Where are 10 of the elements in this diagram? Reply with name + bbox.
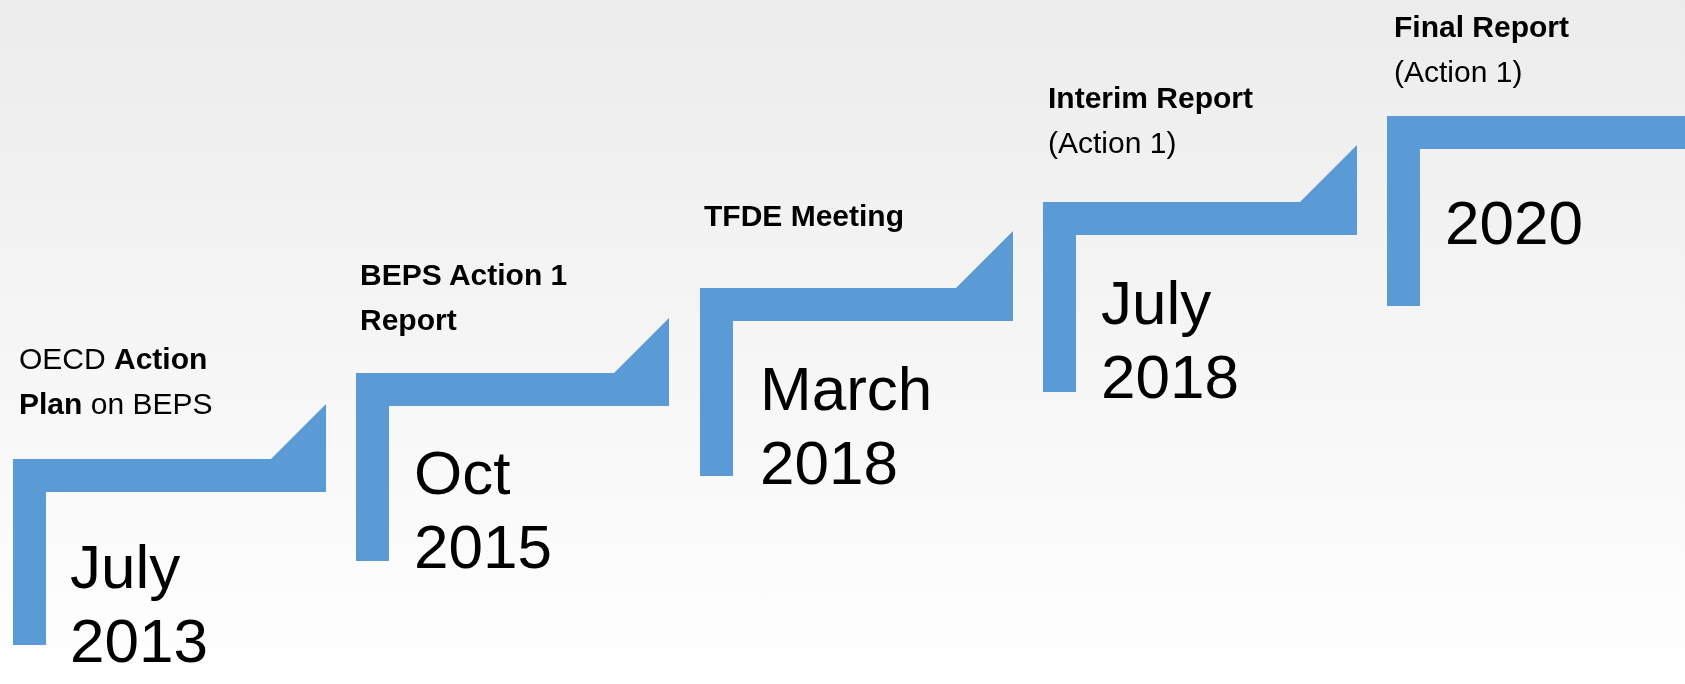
- milestone-label: Final Report (Action 1): [1394, 9, 1570, 90]
- milestone-label: OECD Action Plan on BEPS: [19, 341, 214, 422]
- milestone-date: 2020: [1445, 187, 1584, 259]
- milestone-date: July 2013: [70, 531, 209, 677]
- milestone-label: BEPS Action 1 Report: [360, 257, 569, 338]
- milestone-label: TFDE Meeting: [704, 198, 905, 234]
- milestone-label: Interim Report (Action 1): [1048, 80, 1255, 161]
- milestone-date: July 2018: [1101, 267, 1240, 413]
- milestone-date: Oct 2015: [414, 437, 553, 583]
- milestone-date: March 2018: [760, 353, 934, 499]
